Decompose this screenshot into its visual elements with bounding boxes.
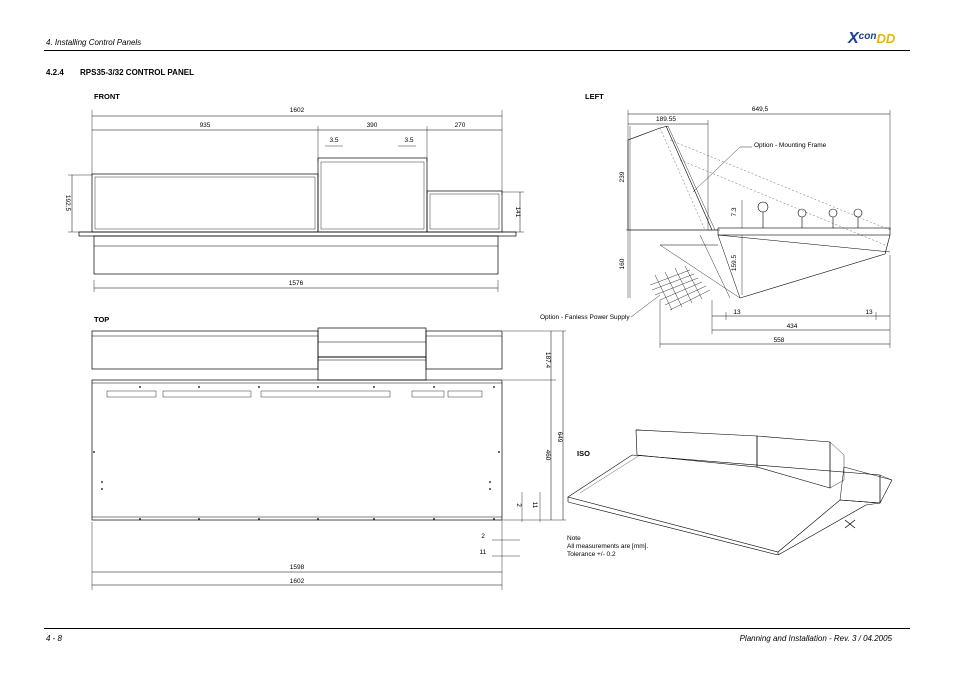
header-rule xyxy=(44,50,910,51)
dim-front-height-left: 192.5 xyxy=(64,195,71,212)
top-view-drawing: 187.4 649 460 2 11 2 11 1598 1602 xyxy=(91,327,566,590)
note-units: All measurements are [mm]. xyxy=(567,543,649,550)
dim-top-2b: 2 xyxy=(481,533,485,540)
logo-dd: DD xyxy=(876,31,896,46)
dim-left-h1: 239 xyxy=(619,171,626,182)
dim-left-overall: 649,5 xyxy=(752,106,769,113)
section-title: RPS35-3/32 CONTROL PANEL xyxy=(80,68,194,77)
front-view-label: FRONT xyxy=(94,92,120,101)
section-number: 4.2.4 xyxy=(46,68,64,77)
note-tolerance: Tolerance +/- 0.2 xyxy=(567,551,616,558)
xcondd-logo: XconDD xyxy=(848,30,895,48)
dim-left-434: 434 xyxy=(787,323,798,330)
dim-left-top-depth: 189.55 xyxy=(656,116,676,123)
power-supply-note: Option - Fanless Power Supply xyxy=(540,314,630,321)
dim-front-left: 935 xyxy=(200,122,211,129)
footer-rule xyxy=(44,628,910,629)
note-heading: Note xyxy=(567,535,581,542)
measurement-note: Note All measurements are [mm]. Toleranc… xyxy=(567,535,648,559)
dim-left-558: 558 xyxy=(774,337,785,344)
iso-view-label: ISO xyxy=(577,449,590,458)
dim-top-11b: 11 xyxy=(480,549,487,556)
dim-front-bottom: 1576 xyxy=(289,280,304,287)
dim-left-h2: 160 xyxy=(619,258,626,269)
dim-left-13a: 13 xyxy=(733,309,741,316)
left-view-label: LEFT xyxy=(585,92,604,101)
dim-top-2: 2 xyxy=(515,503,522,507)
dim-top-11: 11 xyxy=(531,502,538,509)
chapter-title: 4. Installing Control Panels xyxy=(46,38,142,47)
dim-left-13b: 13 xyxy=(865,309,873,316)
front-view-drawing: 1602 935 390 270 3.5 3.5 192.5 141 1576 xyxy=(64,107,524,292)
left-view-drawing: 649,5 189.55 239 160 7.3 159.5 13 13 434… xyxy=(540,106,891,348)
dim-top-1598: 1598 xyxy=(290,564,305,571)
document-revision: Planning and Installation - Rev. 3 / 04.… xyxy=(739,634,892,643)
mounting-frame-note: Option - Mounting Frame xyxy=(754,142,827,149)
dim-left-h3: 159.5 xyxy=(731,254,738,271)
dim-front-gap1: 3.5 xyxy=(329,137,338,144)
dim-front-gap2: 3.5 xyxy=(404,137,413,144)
dim-front-height-right: 141 xyxy=(514,207,521,218)
logo-con: con xyxy=(858,31,877,42)
dim-front-mid: 390 xyxy=(367,122,378,129)
page-number: 4 - 8 xyxy=(46,634,63,643)
dim-top-460: 460 xyxy=(544,450,551,461)
dim-left-small: 7.3 xyxy=(731,207,738,216)
iso-view-drawing xyxy=(567,429,893,555)
top-view-label: TOP xyxy=(94,315,110,324)
dim-front-right: 270 xyxy=(455,122,466,129)
dim-top-649: 649 xyxy=(556,432,563,443)
dim-top-187: 187.4 xyxy=(544,352,551,369)
dim-top-1602: 1602 xyxy=(290,578,305,585)
dim-front-overall: 1602 xyxy=(290,107,305,114)
logo-x: X xyxy=(848,30,859,47)
